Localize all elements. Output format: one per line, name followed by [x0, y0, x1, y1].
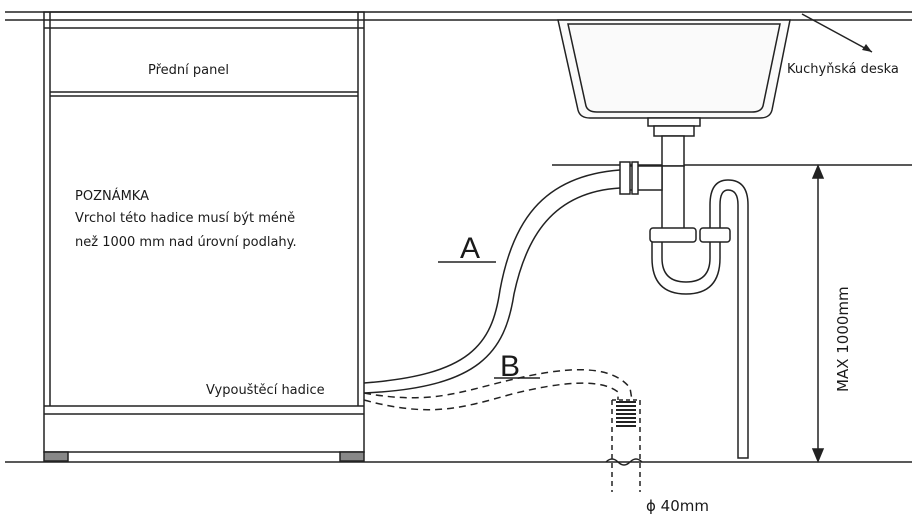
countertop	[5, 11, 912, 21]
hose-a-label: A	[460, 232, 480, 265]
pipe-diameter-label: ϕ 40mm	[646, 497, 709, 515]
drain-hose-b	[363, 369, 633, 411]
front-panel-label: Přední panel	[148, 63, 229, 78]
max-height-dimension	[811, 164, 825, 463]
max-height-label: MAX 1000mm	[834, 286, 852, 392]
countertop-pointer	[801, 13, 873, 53]
drain-hose-a	[363, 169, 621, 394]
drain-hose-label: Vypouštěcí hadice	[206, 383, 325, 398]
drain-hose-end	[616, 401, 636, 427]
sink-trap	[647, 117, 749, 459]
branch-connector	[619, 161, 663, 195]
dishwasher	[43, 11, 365, 462]
sink-bowl	[557, 19, 791, 119]
note-line-1: Vrchol této hadice musí být méně	[75, 211, 295, 226]
countertop-label: Kuchyňská deska	[787, 62, 899, 77]
note-title: POZNÁMKA	[75, 188, 149, 204]
floor-drain-pipe	[605, 399, 643, 492]
hose-b-label: B	[500, 350, 520, 383]
note-line-2: než 1000 mm nad úrovní podlahy.	[75, 235, 297, 250]
